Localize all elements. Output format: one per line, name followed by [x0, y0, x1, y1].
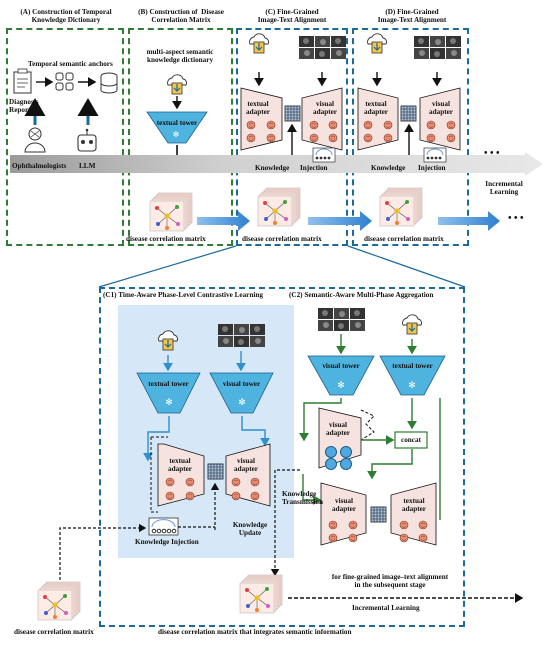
c2-visual-tower — [307, 355, 375, 396]
c1-visual-tower-label: visual tower — [222, 380, 261, 388]
c1-textual-adapter-label: textual adapter — [168, 457, 192, 474]
c-matrix-label: disease correlation matrix — [242, 235, 322, 243]
knowledge-transmission-label: Knowledge Transmission — [282, 490, 324, 507]
c-similarity-grid — [284, 105, 301, 122]
c2-visual-adapter-bottom-label: visual adapter — [332, 497, 356, 514]
c2-title: (C2) Semantic-Aware Multi-Phase Aggregat… — [289, 291, 434, 299]
c1-textual-adapter — [157, 443, 205, 507]
dictionary-cylinder-icon — [100, 72, 118, 94]
panel-a-title: (A) Construction of Temporal Knowledge D… — [20, 8, 112, 25]
c-image-tiles — [299, 36, 346, 59]
d-matrix-stack — [379, 187, 423, 227]
panel-c-title: (C) Fine-Grained Image-Text Alignment — [257, 8, 327, 25]
d-textual-label: textual adapter — [364, 100, 388, 117]
d-textual-adapter — [357, 87, 399, 151]
c2-similarity-grid — [370, 506, 387, 523]
c2-textual-adapter — [390, 482, 437, 546]
c-visual-label: visual adapter — [313, 100, 337, 117]
llm-label: LLM — [79, 162, 96, 170]
b-textual-tower — [146, 111, 208, 144]
subsequent-stage-note: for fine-grained image–text alignment in… — [331, 573, 449, 590]
b-tower-label: textual tower — [156, 119, 198, 127]
report-icon — [13, 68, 32, 94]
dictionary-cloud-icon — [166, 74, 188, 95]
bottom-panel-frame — [99, 287, 465, 627]
b-matrix-label: disease correlation matrix — [126, 235, 206, 243]
c1-textual-tower — [136, 372, 201, 414]
left-matrix-label: disease correlation matrix — [14, 628, 94, 636]
incremental-band — [10, 152, 543, 176]
panel-c-frame — [236, 28, 348, 246]
band-knowledge-c: Knowledge — [255, 164, 290, 172]
c2-textual-tower — [379, 355, 446, 396]
bottom-incremental-label: Incremental Learning — [352, 604, 420, 612]
d-similarity-grid — [400, 105, 417, 122]
blue-arrow-2 — [308, 211, 372, 231]
center-matrix-stack — [239, 574, 283, 614]
d-image-tiles — [414, 36, 461, 59]
panel-b-title: (B) Construction of Disease Correlation … — [138, 8, 224, 25]
c-textual-adapter — [240, 87, 283, 151]
c1-knowledge-injection-label: Knowledge Injection — [135, 538, 199, 546]
c2-textual-adapter-label: textual adapter — [402, 497, 426, 514]
c-injection-icon — [312, 147, 336, 163]
c2-textual-tower-label: textual tower — [392, 362, 433, 370]
svg-text:✻: ✻ — [165, 397, 173, 407]
llm-robot-icon — [77, 128, 97, 152]
c-matrix-stack — [257, 187, 301, 227]
c2-cloud-icon — [401, 314, 423, 335]
row-dots: • • • — [508, 213, 524, 224]
svg-text:✻: ✻ — [408, 380, 416, 390]
c2-visual-adapter-bottom — [320, 482, 367, 546]
svg-text:✻: ✻ — [173, 130, 180, 139]
ophth-label: Ophthalmologists — [12, 162, 67, 170]
panel-a-frame — [6, 28, 124, 246]
c1-similarity-grid — [207, 463, 224, 480]
blue-arrow-3 — [438, 211, 500, 231]
c1-image-tiles — [218, 324, 265, 347]
c1-visual-adapter-label: visual adapter — [234, 457, 258, 474]
d-cloud-icon — [366, 33, 388, 54]
anchors-label: Temporal semantic anchors — [28, 60, 113, 68]
ophthalmologist-icon — [24, 127, 46, 153]
c2-visual-adapter-top — [318, 407, 362, 469]
panel-d-title: (D) Fine-Grained Image-Text Alignment — [377, 8, 447, 25]
c-cloud-icon — [248, 33, 270, 54]
concat-label: concat — [401, 436, 421, 444]
c2-image-tiles — [318, 308, 365, 331]
dict-label: multi-aspect semantic knowledge dictiona… — [146, 48, 214, 65]
c-textual-label: textual adapter — [246, 100, 270, 117]
d-visual-label: visual adapter — [429, 100, 453, 117]
anchor-grid-icon — [55, 72, 74, 91]
c1-cloud-icon — [157, 330, 179, 351]
c1-visual-tower — [209, 372, 274, 414]
band-injection-d: Injection — [418, 164, 446, 172]
band-incremental: Incremental Learning — [485, 180, 523, 197]
c1-knowledge-injection-icon — [148, 517, 179, 536]
band-dots: • • • — [484, 148, 500, 159]
d-injection-icon — [423, 147, 447, 163]
c1-visual-adapter — [225, 443, 271, 507]
concat-box — [394, 431, 428, 449]
c1-knowledge-update-label: Knowledge Update — [232, 521, 268, 538]
panel-b-frame — [128, 28, 233, 246]
c2-visual-tower-label: visual tower — [322, 362, 360, 370]
c2-visual-adapter-top-label: visual adapter — [326, 421, 350, 438]
left-matrix-stack — [37, 581, 81, 621]
panel-d-frame — [352, 28, 469, 246]
blue-arrow-1 — [197, 211, 250, 231]
b-matrix-stack — [149, 192, 193, 232]
c1-textual-tower-label: textual tower — [148, 380, 189, 388]
svg-text:✻: ✻ — [238, 397, 246, 407]
svg-text:✻: ✻ — [337, 380, 345, 390]
band-knowledge-d: Knowledge — [371, 164, 406, 172]
d-matrix-label: disease correlation matrix — [364, 235, 444, 243]
c1-title: (C1) Time-Aware Phase-Level Contrastive … — [103, 291, 263, 299]
center-matrix-label: disease correlation matrix that integrat… — [158, 628, 352, 636]
report-label: Diagnosis Report — [9, 98, 39, 115]
band-injection-c: Injection — [300, 164, 328, 172]
